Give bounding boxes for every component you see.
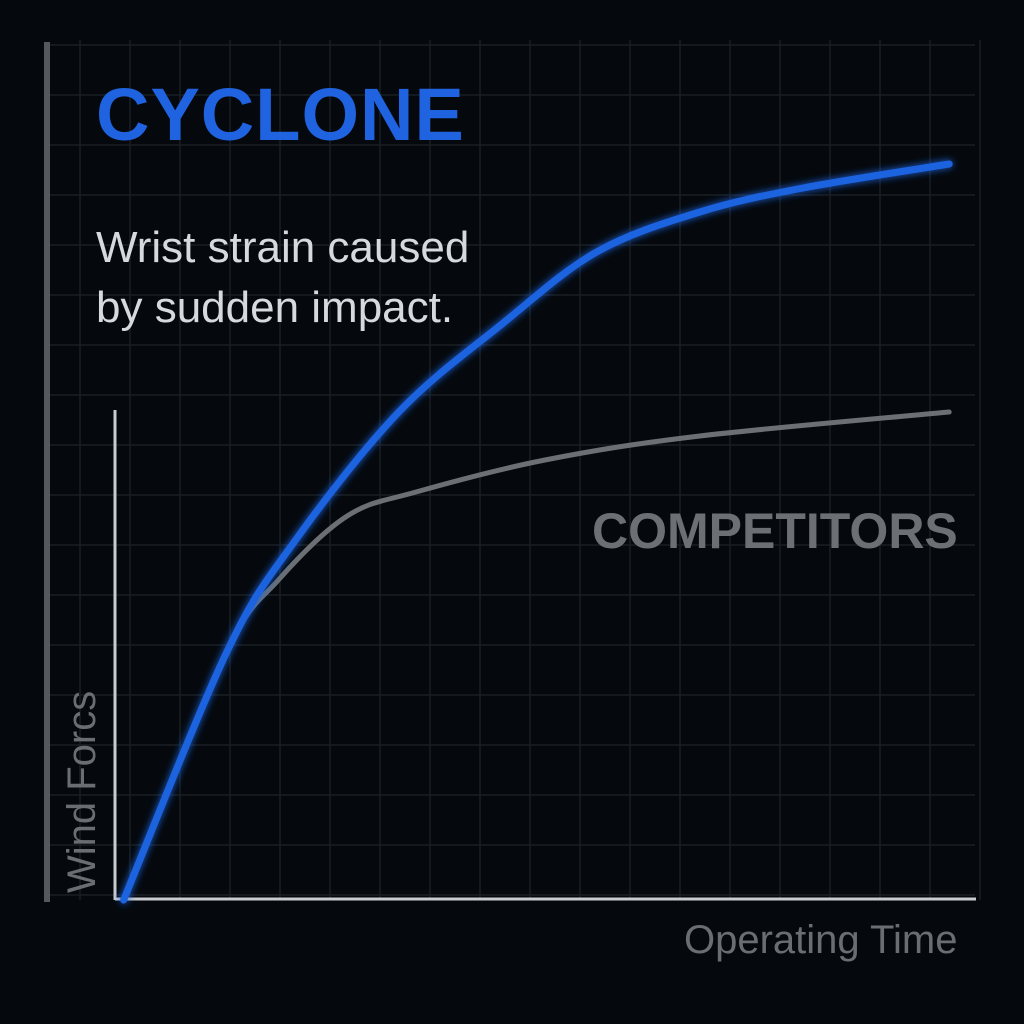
y-axis-label: Wind Forcs bbox=[60, 690, 104, 893]
series-line-cyclone bbox=[120, 160, 953, 904]
competitors-annotation: COMPETITORS bbox=[592, 503, 958, 559]
chart-title: CYCLONE bbox=[96, 73, 465, 156]
chart-subtitle: Wrist strain caused by sudden impact. bbox=[96, 223, 470, 332]
series-line-competitors bbox=[121, 409, 952, 903]
x-axis-label: Operating Time bbox=[684, 918, 958, 962]
